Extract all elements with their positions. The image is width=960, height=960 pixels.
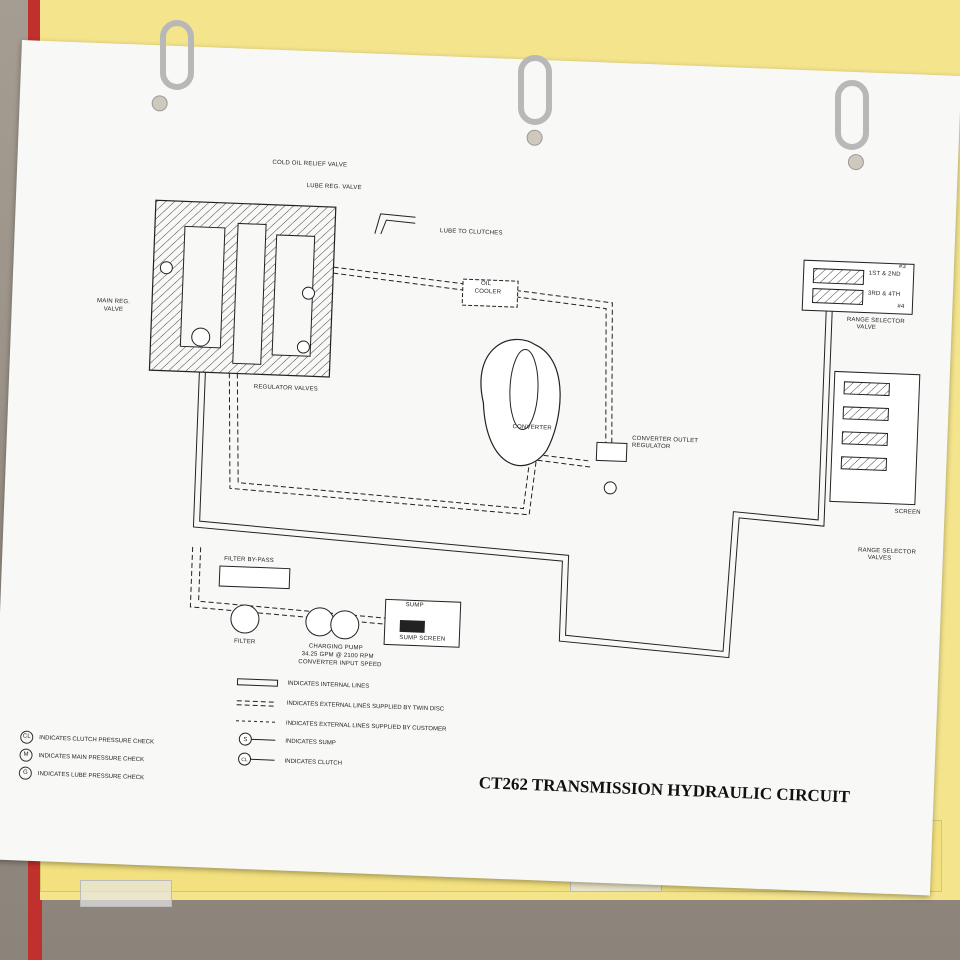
regulator-valve-block <box>148 199 337 378</box>
range-selector-valves <box>829 370 921 506</box>
label-rs-r4: #4 <box>897 303 905 311</box>
binder-ring <box>518 55 552 125</box>
main-pressure-symbol: M <box>19 748 33 762</box>
symbol-key-text: INDICATES MAIN PRESSURE CHECK <box>38 752 145 763</box>
filter <box>218 565 291 634</box>
label-range-selector-bottom-2: VALVES <box>867 554 892 562</box>
symbol-key-text: INDICATES CLUTCH PRESSURE CHECK <box>39 734 155 746</box>
lube-pressure-symbol: G <box>18 766 33 780</box>
label-range-selector-top-2: VALVE <box>856 324 877 331</box>
clutch-pressure-symbol: CL <box>19 730 34 744</box>
line-key-samples <box>236 678 279 766</box>
symbol-key-text: INDICATES LUBE PRESSURE CHECK <box>37 770 145 781</box>
label-rs-1st-2nd: 1ST & 2ND <box>868 270 901 278</box>
label-screen: SCREEN <box>894 508 921 516</box>
label-rs-3rd-4th: 3RD & 4TH <box>867 290 901 298</box>
label-oil-cooler-2: COOLER <box>474 288 502 296</box>
external-lines <box>189 266 613 626</box>
label-main-reg: MAIN REG. <box>96 298 131 306</box>
binder-ring <box>160 20 194 90</box>
label-rs-r3: #3 <box>898 263 907 271</box>
label-oil-cooler: OIL <box>480 280 492 288</box>
key-clutch-symbol: CL <box>241 757 248 763</box>
binder-ring <box>835 80 869 150</box>
diagram-page: S CL COLD OIL RELIEF VALVE LUBE REG. VAL… <box>0 40 960 896</box>
oil-cooler <box>461 278 519 308</box>
label-main-reg-2: VALVE <box>103 306 124 314</box>
charging-pump <box>305 607 360 640</box>
key-sump-symbol: S <box>243 737 247 743</box>
range-selector-valve <box>801 259 915 315</box>
label-filter: FILTER <box>233 638 256 646</box>
converter-outlet-regulator <box>595 441 628 463</box>
internal-lines <box>192 213 835 659</box>
hydraulic-circuit-diagram: S CL <box>148 199 921 766</box>
tab-divider <box>80 880 172 907</box>
label-sump: SUMP <box>405 602 424 609</box>
sump <box>383 598 462 648</box>
converter <box>480 338 561 467</box>
